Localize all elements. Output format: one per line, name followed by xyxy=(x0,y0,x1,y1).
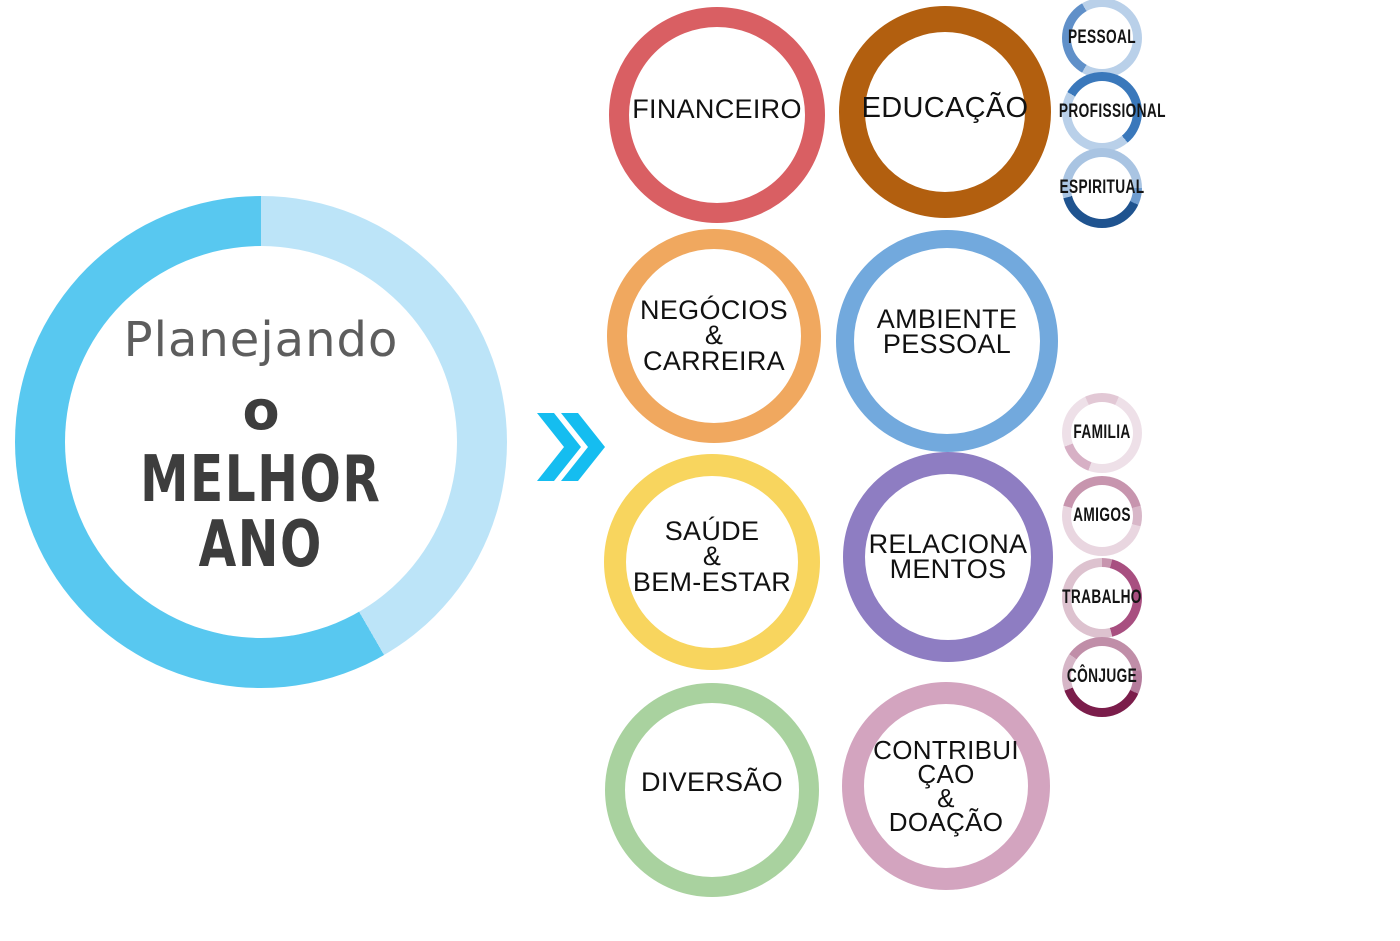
subcategory-circle-amigos: AMIGOS xyxy=(1062,476,1142,556)
subcategory-circle-trabalho: TRABALHO xyxy=(1062,558,1142,638)
subcategory-ring-hole xyxy=(1071,7,1133,69)
hub-title-line-3: MELHOR xyxy=(140,442,382,517)
category-circle-ambiente-pessoal: AMBIENTE PESSOAL xyxy=(836,230,1058,452)
subcategory-ring-hole xyxy=(1071,646,1133,708)
category-label: NEGÓCIOS & CARREIRA xyxy=(640,295,788,376)
subcategory-circle-espiritual: ESPIRITUAL xyxy=(1059,148,1145,228)
category-circle-educacao: EDUCAÇÃO xyxy=(839,6,1051,218)
subcategory-label: PROFISSIONAL xyxy=(1058,101,1166,122)
subcategory-label: AMIGOS xyxy=(1073,505,1131,526)
subcategory-label: TRABALHO xyxy=(1062,587,1142,608)
subcategory-ring-hole xyxy=(1071,485,1133,547)
subcategory-ring-hole xyxy=(1071,567,1133,629)
subcategory-circle-conjuge: CÔNJUGE xyxy=(1062,637,1142,717)
hub-title-line-2: o xyxy=(242,378,280,442)
hub-ring-hole xyxy=(65,246,457,638)
category-circle-diversao: DIVERSÃO xyxy=(605,683,819,897)
category-label: FINANCEIRO xyxy=(632,94,802,125)
subcategory-circle-profissional: PROFISSIONAL xyxy=(1059,72,1166,152)
category-circle-saude-bem-estar: SAÚDE & BEM-ESTAR xyxy=(604,454,820,670)
subcategory-circle-pessoal: PESSOAL xyxy=(1062,0,1142,78)
subcategory-ring-hole xyxy=(1071,81,1133,143)
category-label: EDUCAÇÃO xyxy=(861,91,1029,124)
category-circle-financeiro: FINANCEIRO xyxy=(609,7,825,223)
hub-title-line-4: ANO xyxy=(198,508,324,582)
subcategory-label: ESPIRITUAL xyxy=(1059,177,1145,198)
category-label: RELACIONA MENTOS xyxy=(868,528,1028,584)
subcategory-ring-hole xyxy=(1071,157,1133,219)
category-circle-relacionamentos: RELACIONA MENTOS xyxy=(843,452,1053,662)
double-chevron-right-icon xyxy=(537,413,605,481)
category-label: SAÚDE & BEM-ESTAR xyxy=(632,516,792,597)
category-label: CONTRIBUI ÇAO & DOAÇÃO xyxy=(873,734,1019,838)
category-label: DIVERSÃO xyxy=(641,767,783,798)
subcategory-ring-hole xyxy=(1071,402,1133,464)
hub-circle: Planejando o MELHOR ANO xyxy=(15,196,507,688)
subcategory-label: PESSOAL xyxy=(1068,27,1136,48)
category-circle-contribuicao-doacao: CONTRIBUI ÇAO & DOAÇÃO xyxy=(842,682,1050,890)
subcategory-circle-familia: FAMILIA xyxy=(1062,393,1142,473)
category-label: AMBIENTE PESSOAL xyxy=(876,303,1018,359)
subcategory-label: CÔNJUGE xyxy=(1066,666,1138,687)
subcategory-label: FAMILIA xyxy=(1073,422,1131,443)
hub-title-line-1: Planejando xyxy=(123,311,399,368)
category-circle-negocios-carreira: NEGÓCIOS & CARREIRA xyxy=(607,229,821,443)
hub-title: Planejando o MELHOR ANO xyxy=(65,246,457,638)
